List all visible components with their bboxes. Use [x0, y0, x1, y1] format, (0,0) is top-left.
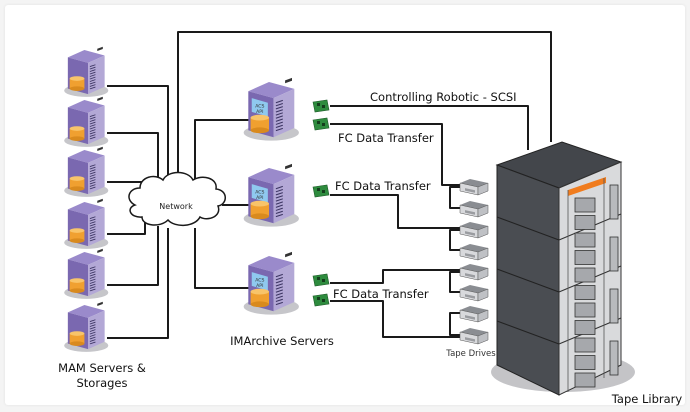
- tape-drive-1: [459, 179, 489, 196]
- library-slot: [574, 250, 596, 265]
- wire-network-ias-1: [194, 119, 250, 180]
- imarchive-label: IMArchive Servers: [230, 334, 334, 348]
- tape-drive-5: [459, 264, 489, 281]
- fc-card-icon: [312, 293, 330, 307]
- wire-network-to-library: [177, 31, 552, 178]
- library-slot: [574, 302, 596, 318]
- wire-network-ias-3: [194, 228, 250, 289]
- wire-drive-chain-3: [449, 271, 462, 293]
- storage-icon: [250, 200, 269, 220]
- storage-icon: [69, 76, 85, 91]
- fc-card-icon: [312, 99, 330, 113]
- wire-drive-chain-2: [449, 229, 462, 251]
- mam-server-6: [64, 301, 109, 352]
- wire-fc-4: [330, 300, 460, 338]
- mam-server-2: [64, 96, 109, 147]
- svg-text:API: API: [256, 195, 263, 201]
- tape-drive-8: [459, 328, 489, 345]
- library-slot: [574, 355, 596, 370]
- tape-library: [491, 141, 635, 396]
- connections: [107, 31, 552, 339]
- storage-icon: [69, 126, 85, 141]
- fc-card-icon: [312, 273, 330, 287]
- storage-icon: [69, 228, 85, 243]
- library-slot: [574, 337, 596, 353]
- controlling-robotic-label: Controlling Robotic - SCSI: [370, 90, 517, 104]
- wire-mam-5: [107, 226, 159, 286]
- svg-text:ACS: ACS: [255, 189, 264, 195]
- wire-scsi: [330, 105, 529, 150]
- wire-mam-4: [107, 222, 146, 235]
- mam-server-4: [64, 198, 109, 249]
- library-slot: [574, 320, 596, 335]
- tape-drives-label: Tape Drives: [445, 349, 496, 359]
- svg-text:API: API: [256, 283, 263, 289]
- library-slot: [574, 285, 596, 300]
- storage-icon: [250, 288, 269, 308]
- network-cloud: Network: [128, 171, 226, 226]
- tape-drives-group: [459, 179, 489, 345]
- mam-server-1: [64, 46, 109, 97]
- library-slot: [574, 215, 596, 230]
- storage-icon: [69, 331, 85, 346]
- fc-card-icon: [312, 184, 330, 198]
- mam-label-line1: MAM Servers &: [58, 361, 146, 375]
- library-indicator: [568, 177, 606, 196]
- svg-text:ACS: ACS: [255, 103, 264, 109]
- tape-drive-7: [459, 306, 489, 323]
- wire-drive-chain-4: [449, 312, 462, 336]
- wire-mam-2: [107, 132, 159, 185]
- tape-drive-4: [459, 244, 489, 261]
- cloud-icon: [128, 171, 226, 226]
- storage-icon: [69, 278, 85, 293]
- network-label: Network: [159, 202, 193, 211]
- storage-icon: [250, 114, 269, 134]
- mam-server-5: [64, 248, 109, 299]
- wire-fc-2: [330, 194, 460, 229]
- fc-label-1: FC Data Transfer: [338, 131, 434, 145]
- library-slot: [574, 232, 596, 248]
- library-slot: [574, 267, 596, 283]
- mam-server-3: [64, 146, 109, 197]
- fc-cards-group: [312, 99, 330, 307]
- wire-mam-1: [107, 85, 169, 180]
- svg-text:API: API: [256, 109, 263, 115]
- tape-library-label: Tape Library: [611, 392, 683, 406]
- wire-fc-1: [330, 123, 460, 186]
- mam-label-line2: Storages: [77, 376, 128, 390]
- library-slot: [574, 372, 596, 388]
- fc-label-2: FC Data Transfer: [335, 179, 431, 193]
- mam-servers-group: [64, 46, 109, 352]
- wire-mam-6: [107, 228, 169, 339]
- storage-icon: [69, 176, 85, 191]
- tape-drive-6: [459, 285, 489, 302]
- tape-drive-2: [459, 201, 489, 218]
- wire-fc-3: [330, 269, 460, 284]
- wire-drive-chain-1: [449, 186, 462, 209]
- svg-text:ACS: ACS: [255, 277, 264, 283]
- fc-card-icon: [312, 117, 330, 131]
- tape-drive-3: [459, 222, 489, 239]
- fc-label-3: FC Data Transfer: [333, 287, 429, 301]
- library-slot: [574, 197, 596, 213]
